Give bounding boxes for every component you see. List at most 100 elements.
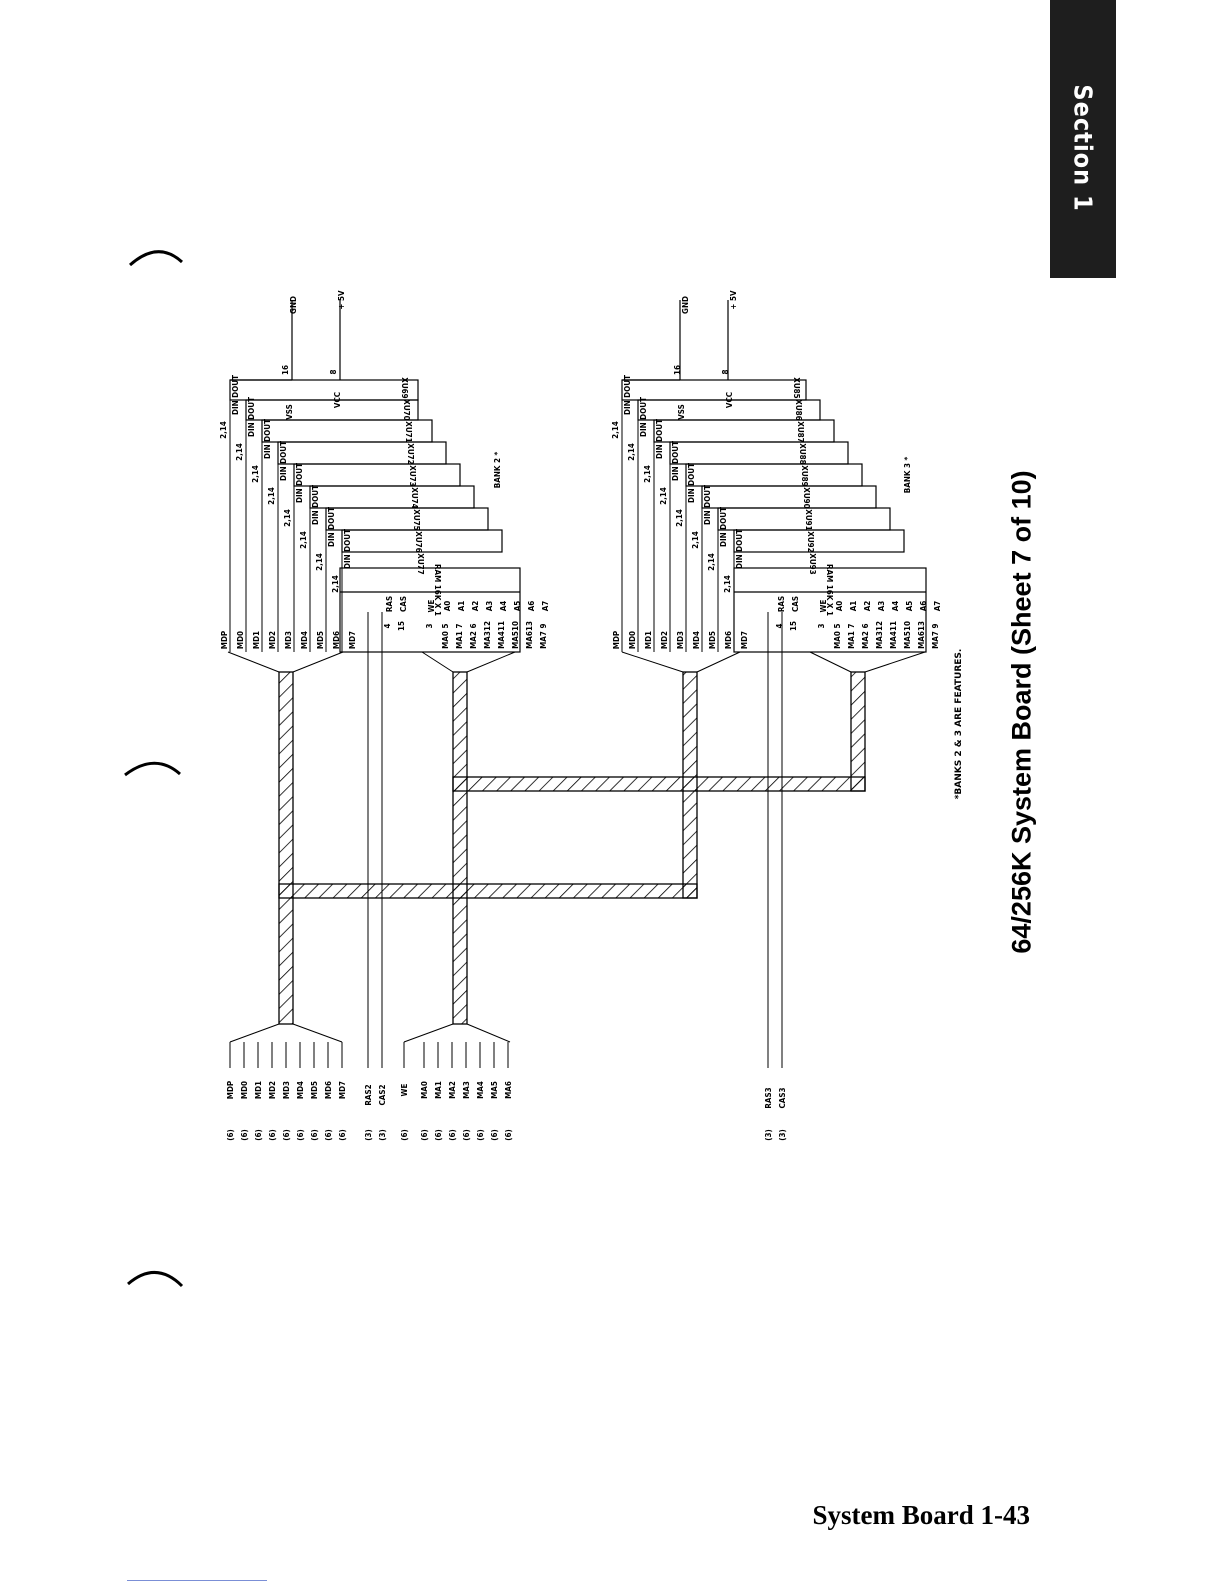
chip-address-pin-label: 11 [889,621,898,631]
chip-address-pin-label: 7 [847,623,856,628]
chip-data-signal-label: MD6 [724,631,733,649]
input-signal-label: MD2 [268,1081,277,1099]
chip-address-signal-label: MA2 [861,631,870,649]
chip-data-pin-label: 2,14 [315,553,324,571]
din-dout-label: DIN DOUT [671,441,680,481]
chip-data-pin-label: 2,14 [251,465,260,483]
chip-address-pin-label: 12 [875,621,884,631]
chip-address-pin-label: 13 [917,621,926,631]
chip-address-label: A7 [933,601,942,612]
input-signal-label: MD5 [310,1081,319,1099]
sheet-ref-label: (6) [448,1129,457,1141]
chip-data-pin-label: 2,14 [299,531,308,549]
chip-data-signal-label: MD1 [644,631,653,649]
chip-data-signal-label: MD2 [268,631,277,649]
din-dout-label: DIN DOUT [623,375,632,415]
chip-address-pin-label: 13 [525,621,534,631]
chip-data-pin-label: 2,14 [707,553,716,571]
bus-fan-lines [227,612,926,1068]
sheet-ref-label: (6) [338,1129,347,1141]
chip-name-label: XU74 [410,487,419,508]
chip-address-pin-label: 9 [931,623,940,628]
bank3-data-lines [621,400,735,652]
chip-data-signal-label: MD5 [316,631,325,649]
chip-data-signal-label: MD0 [628,631,637,649]
chip-name-label: XU93 [808,553,817,574]
chip-address-label: A2 [863,601,872,612]
sheet-ref-label: (6) [226,1129,235,1141]
chip-data-signal-label: MD7 [740,631,749,649]
chip-data-signal-label: MD3 [284,631,293,649]
input-signal-label: WE [400,1083,409,1096]
chip-data-pin-label: 2,14 [283,509,292,527]
din-dout-label: DIN DOUT [719,507,728,547]
chip-name-label: XU91 [804,509,813,530]
chip-name-label: XU75 [412,509,421,530]
input-signal-label: MA0 [420,1081,429,1099]
section-tab [1050,0,1116,278]
chip-data-pin-label: 2,14 [723,575,732,593]
input-signal-label: MD0 [240,1081,249,1099]
sheet-ref-label: (3) [378,1129,387,1141]
chip-data-signal-label: MD0 [236,631,245,649]
chip-address-pin-label: 12 [483,621,492,631]
sheet-ref-label: (6) [462,1129,471,1141]
page-footer: System Board 1-43 [812,1500,1031,1530]
sheet-ref-label: (6) [504,1129,513,1141]
gnd-label: GND [681,296,690,314]
bus-lines [278,671,866,1025]
we-pin-label: 3 [817,623,826,628]
chip-name-label: XU90 [802,487,811,508]
din-dout-label: DIN DOUT [311,485,320,525]
chip-data-pin-label: 2,14 [235,443,244,461]
input-signal-label: MD1 [254,1081,263,1099]
chip-name-label: XU88 [798,443,807,464]
ras-pin-label: 4 [775,623,784,628]
chip-address-signal-label: MA6 [917,631,926,649]
chip-address-pin-label: 6 [469,623,478,628]
chip-address-signal-label: MA2 [469,631,478,649]
vcc-pin-label: 8 [721,369,730,374]
vss-label: VSS [677,404,686,420]
sheet-ref-label: (6) [310,1129,319,1141]
input-signal-label: MD7 [338,1081,347,1099]
input-signal-label: CAS3 [778,1087,787,1108]
we-label: WE [819,599,828,612]
din-dout-label: DIN DOUT [735,529,744,569]
chip-address-signal-label: MA1 [847,631,856,649]
sheet-ref-label: (6) [324,1129,333,1141]
vcc-label: VCC [725,392,734,408]
chip-address-signal-label: MA1 [455,631,464,649]
chip-address-signal-label: MA0 [833,631,842,649]
bank3-chips [621,300,927,653]
chip-address-signal-label: MA7 [931,631,940,649]
chip-data-signal-label: MDP [220,631,229,649]
chip-part-label: RAM 16K X 1 [825,564,834,616]
bank2-chips [229,300,521,653]
chip-address-pin-label: 6 [861,623,870,628]
gnd-label: GND [289,296,298,314]
chip-address-signal-label: MA4 [497,631,506,649]
input-signal-label: MDP [226,1081,235,1099]
we-pin-label: 3 [425,623,434,628]
cas-pin-label: 15 [397,621,406,631]
chip-data-pin-label: 2,14 [659,487,668,505]
input-signal-label: MA4 [476,1081,485,1099]
chip-name-label: XU89 [800,465,809,486]
chip-address-pin-label: 9 [539,623,548,628]
sheet-ref-label: (6) [254,1129,263,1141]
chip-name-label: XU76 [414,531,423,552]
chip-data-signal-label: MD4 [692,631,701,649]
chip-data-pin-label: 2,14 [611,421,620,439]
input-signal-label: MA3 [462,1081,471,1099]
chip-address-label: A1 [457,601,466,612]
sheet-ref-label: (6) [490,1129,499,1141]
chip-data-pin-label: 2,14 [219,421,228,439]
chip-data-signal-label: MD2 [660,631,669,649]
chip-data-pin-label: 2,14 [331,575,340,593]
bank2-data-lines [229,400,343,652]
chip-address-pin-label: 5 [441,623,450,628]
din-dout-label: DIN DOUT [263,419,272,459]
vss-pin-label: 16 [673,365,682,375]
